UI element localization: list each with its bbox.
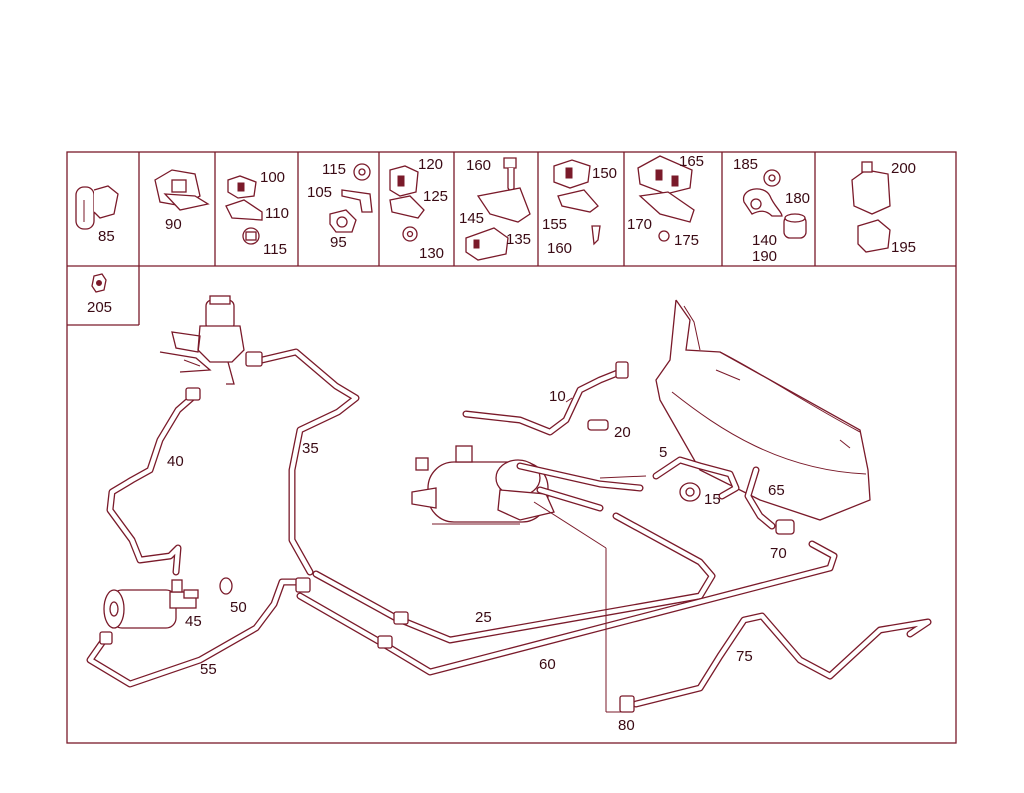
- callout-130: 130: [419, 245, 444, 262]
- callout-80: 80: [618, 717, 635, 734]
- callout-180: 180: [785, 190, 810, 207]
- clip-150-155-160-icon: [553, 159, 601, 246]
- callout-45: 45: [185, 613, 202, 630]
- bolt-160-bracket-145-135-icon: [465, 157, 531, 261]
- callout-175: 175: [674, 232, 699, 249]
- callout-205: 205: [87, 299, 112, 316]
- fuel-line-35: [245, 348, 360, 576]
- callout-115-b: 115: [322, 161, 346, 178]
- callout-100: 100: [260, 169, 285, 186]
- callout-170: 170: [627, 216, 652, 233]
- callout-10: 10: [549, 388, 566, 405]
- small-fittings: [183, 419, 701, 599]
- callout-185: 185: [733, 156, 758, 173]
- fuel-line-65: [744, 466, 795, 535]
- callout-25: 25: [475, 609, 492, 626]
- callout-145: 145: [459, 210, 484, 227]
- callout-5: 5: [659, 444, 667, 461]
- callout-115-a: 115: [263, 241, 287, 258]
- callout-95: 95: [330, 234, 347, 251]
- callout-110: 110: [265, 205, 289, 222]
- callout-70: 70: [770, 545, 787, 562]
- callout-75: 75: [736, 648, 753, 665]
- clamp-85-icon: [75, 185, 119, 230]
- callout-165: 165: [679, 153, 704, 170]
- callout-90: 90: [165, 216, 182, 233]
- fuel-line-10: [462, 361, 629, 436]
- callout-60: 60: [539, 656, 556, 673]
- leader-lines: [533, 397, 647, 713]
- fuel-pump-45: [103, 579, 197, 629]
- clip-100-110-115-icon: [225, 175, 263, 245]
- fuel-line-75: [619, 612, 932, 713]
- fuel-filter-30: [159, 295, 245, 385]
- clip-165-170-175-icon: [637, 155, 695, 242]
- callout-15: 15: [704, 491, 721, 508]
- fuel-line-25: [312, 512, 716, 644]
- callout-135: 135: [506, 231, 531, 248]
- callout-140: 140: [752, 232, 777, 249]
- callout-105: 105: [307, 184, 332, 201]
- clip-200-195-icon: [851, 161, 891, 253]
- callout-160-b: 160: [547, 240, 572, 257]
- callout-190: 190: [752, 248, 777, 265]
- fuel-line-55: [86, 577, 311, 688]
- part-callouts: 85 90 100 110 115 115 105 95 120 125 130…: [87, 153, 916, 734]
- diagram-frame: [66, 151, 957, 744]
- callout-55: 55: [200, 661, 217, 678]
- fuel-line-5: [652, 456, 740, 500]
- clip-205-icon: [91, 273, 107, 293]
- callout-50: 50: [230, 599, 247, 616]
- clip-115-105-95-icon: [329, 163, 373, 233]
- callout-160-a: 160: [466, 157, 491, 174]
- callout-35: 35: [302, 440, 319, 457]
- callout-195: 195: [891, 239, 916, 256]
- callout-85: 85: [98, 228, 115, 245]
- return-lines: [516, 462, 644, 512]
- bracket-90-icon: [154, 169, 210, 211]
- callout-150: 150: [592, 165, 617, 182]
- fuel-filter-canister: [411, 445, 555, 525]
- callout-125: 125: [423, 188, 448, 205]
- callout-155: 155: [542, 216, 567, 233]
- fuel-line-40: [106, 387, 201, 576]
- fuel-line-60: [296, 540, 838, 676]
- fuel-tank: [655, 299, 871, 521]
- clip-120-125-130-icon: [389, 165, 425, 242]
- callout-65: 65: [768, 482, 785, 499]
- callout-20: 20: [614, 424, 631, 441]
- callout-40: 40: [167, 453, 184, 470]
- callout-200: 200: [891, 160, 916, 177]
- callout-120: 120: [418, 156, 443, 173]
- nut-185-grommet-180-140-190-icon: [743, 169, 807, 239]
